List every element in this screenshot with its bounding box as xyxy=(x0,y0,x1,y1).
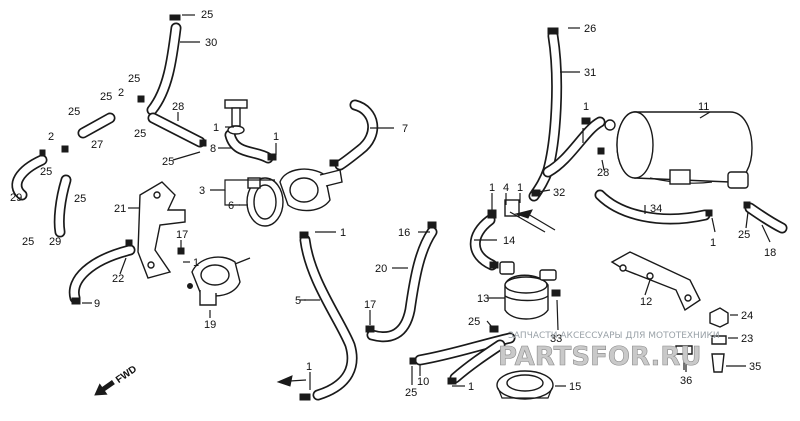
callout-25: 25 xyxy=(738,229,750,241)
valve-3 xyxy=(279,168,343,212)
direction-arrow-1 xyxy=(276,375,307,387)
callout-25: 25 xyxy=(134,128,146,140)
callout-17: 17 xyxy=(176,229,188,241)
valve-19 xyxy=(187,256,251,306)
callout-1: 1 xyxy=(340,227,346,239)
callout-17: 17 xyxy=(364,299,376,311)
callout-1: 1 xyxy=(306,361,312,373)
callout-25: 25 xyxy=(128,73,140,85)
components xyxy=(39,14,753,401)
callout-25: 25 xyxy=(162,156,174,168)
fwd-label: FWD xyxy=(114,364,139,386)
callout-31: 31 xyxy=(584,67,596,79)
callout-35: 35 xyxy=(749,361,761,373)
callout-8: 8 xyxy=(210,143,216,155)
callout-5: 5 xyxy=(295,295,301,307)
canister xyxy=(604,111,753,189)
watermark-caption: ЗАПЧАСТИ АКСЕССУАРЫ ДЛЯ МОТОТЕХНИКИ xyxy=(508,331,720,341)
callout-26: 26 xyxy=(584,23,596,35)
callout-10: 10 xyxy=(417,376,429,388)
callout-13: 13 xyxy=(477,293,489,305)
callout-14: 14 xyxy=(503,235,515,247)
callout-1: 1 xyxy=(213,122,219,134)
callout-19: 19 xyxy=(204,319,216,331)
callout-29: 29 xyxy=(49,236,61,248)
callout-24: 24 xyxy=(741,310,753,322)
callout-2: 2 xyxy=(118,87,124,99)
bracket-12 xyxy=(610,251,701,312)
callout-1: 1 xyxy=(489,182,495,194)
fitting-4 xyxy=(504,199,546,233)
direction-arrow-14 xyxy=(514,209,556,231)
callout-1: 1 xyxy=(193,257,199,269)
callout-15: 15 xyxy=(569,381,581,393)
callout-9: 9 xyxy=(94,298,100,310)
callout-25: 25 xyxy=(100,91,112,103)
callout-32: 32 xyxy=(553,187,565,199)
callout-29: 29 xyxy=(10,192,22,204)
callout-30: 30 xyxy=(205,37,217,49)
leader-lines xyxy=(82,14,771,390)
callout-25: 25 xyxy=(405,387,417,399)
fasteners-right xyxy=(675,307,729,373)
forward-arrow: FWD xyxy=(94,364,139,396)
callout-16: 16 xyxy=(398,227,410,239)
callout-23: 23 xyxy=(741,333,753,345)
callout-34: 34 xyxy=(650,203,662,215)
watermark: ЗАПЧАСТИ АКСЕССУАРЫ ДЛЯ МОТОТЕХНИКИ PART… xyxy=(498,331,720,372)
callout-1: 1 xyxy=(517,182,523,194)
callout-25: 25 xyxy=(40,166,52,178)
filter-13 xyxy=(499,261,557,320)
watermark-logo: PARTSFOR.RU xyxy=(498,342,701,372)
callout-36: 36 xyxy=(680,375,692,387)
callout-1: 1 xyxy=(273,131,279,143)
callout-2: 2 xyxy=(48,131,54,143)
clamp-6 xyxy=(246,177,284,227)
callout-28: 28 xyxy=(172,101,184,113)
callout-6: 6 xyxy=(228,200,234,212)
callout-25: 25 xyxy=(68,106,80,118)
callout-20: 20 xyxy=(375,263,387,275)
callout-7: 7 xyxy=(402,123,408,135)
callout-33: 33 xyxy=(550,333,562,345)
band-15 xyxy=(496,370,554,400)
callout-1: 1 xyxy=(583,101,589,113)
callout-1: 1 xyxy=(710,237,716,249)
callout-25: 25 xyxy=(22,236,34,248)
callout-25: 25 xyxy=(74,193,86,205)
callout-12: 12 xyxy=(640,296,652,308)
callout-25: 25 xyxy=(468,316,480,328)
callout-3: 3 xyxy=(199,185,205,197)
bracket-21 xyxy=(137,181,186,279)
callout-21: 21 xyxy=(114,203,126,215)
callout-27: 27 xyxy=(91,139,103,151)
callout-22: 22 xyxy=(112,273,124,285)
callout-1: 1 xyxy=(468,381,474,393)
callout-11: 11 xyxy=(698,101,709,113)
callout-28: 28 xyxy=(597,167,609,179)
hoses xyxy=(11,22,788,401)
callout-25: 25 xyxy=(201,9,213,21)
callout-18: 18 xyxy=(764,247,776,259)
callouts: 25 30 25 25 2 25 28 25 27 2 25 25 25 29 … xyxy=(10,9,776,399)
hose-clamps xyxy=(39,14,751,401)
fitting-1-top xyxy=(224,99,248,135)
callout-4: 4 xyxy=(503,182,509,194)
